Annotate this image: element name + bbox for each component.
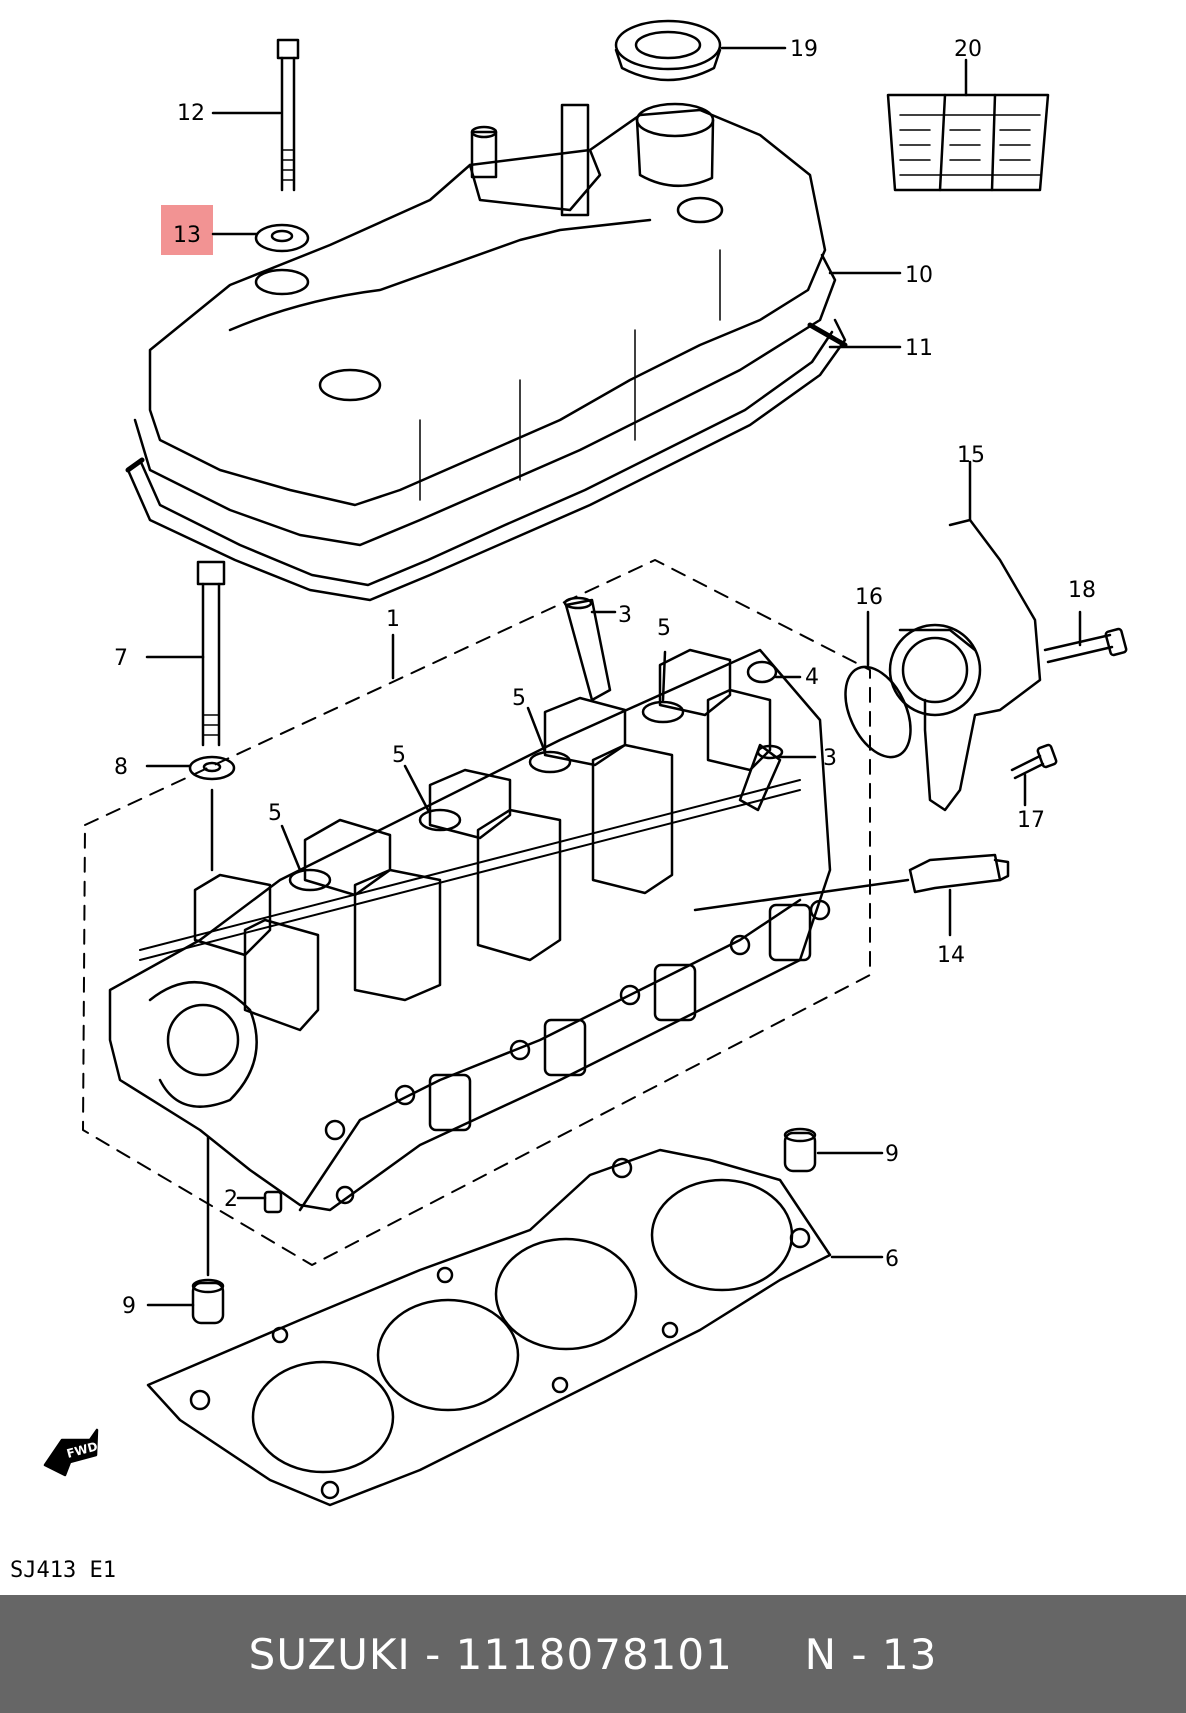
cover-gasket-part-11 — [125, 318, 902, 602]
callout-4: 4 — [805, 665, 819, 690]
valve-cover-part-10 — [133, 102, 902, 547]
o-ring-part-16 — [844, 610, 912, 759]
dowel-pins-part-9 — [146, 1127, 884, 1325]
bolt-part-17 — [1010, 743, 1058, 807]
plug-part-4 — [746, 660, 802, 684]
callout-5b: 5 — [512, 686, 526, 711]
footer-bar: SUZUKI - 1118078101 N - 13 — [0, 1595, 1186, 1713]
oil-seals-part-5 — [280, 650, 685, 892]
callout-6: 6 — [885, 1247, 899, 1272]
callout-18: 18 — [1068, 578, 1096, 603]
callout-8: 8 — [114, 755, 128, 780]
callout-17: 17 — [1017, 808, 1045, 833]
callout-9b: 9 — [122, 1294, 136, 1319]
washer-part-13 — [211, 223, 310, 253]
callout-3a: 3 — [618, 603, 632, 628]
spark-plug-part-14 — [693, 853, 1010, 937]
oil-cap-part-19 — [614, 19, 787, 82]
callout-5c: 5 — [392, 743, 406, 768]
callout-10: 10 — [905, 263, 933, 288]
highlight-box-13 — [161, 205, 213, 255]
callout-5d: 5 — [268, 801, 282, 826]
callout-19: 19 — [790, 37, 818, 62]
callout-16: 16 — [855, 585, 883, 610]
callout-12: 12 — [177, 101, 205, 126]
callout-9a: 9 — [885, 1142, 899, 1167]
callout-13: 13 — [173, 223, 201, 248]
exploded-parts-diagram: 19 20 12 13 10 11 15 16 18 1 3 5 7 4 5 5… — [10, 19, 1128, 1583]
cylinder-head-assembly-box — [82, 559, 871, 1266]
guides-part-3 — [563, 596, 817, 812]
diagram-code: SJ413 E1 — [10, 1558, 116, 1583]
callout-5a: 5 — [657, 616, 671, 641]
head-gasket-part-6 — [146, 1148, 884, 1507]
bolt-part-7 — [145, 560, 226, 747]
label-part-20 — [886, 58, 1050, 192]
distributor-case-part-15 — [888, 460, 1042, 812]
callout-2: 2 — [224, 1187, 238, 1212]
callout-20: 20 — [954, 37, 982, 62]
forward-arrow-icon — [43, 1428, 99, 1477]
callout-14: 14 — [937, 943, 965, 968]
callout-1: 1 — [386, 607, 400, 632]
bolt-part-12 — [211, 38, 300, 192]
cylinder-head-part-1 — [108, 648, 832, 1212]
bolt-part-18 — [1043, 610, 1128, 664]
washer-part-8 — [145, 755, 236, 872]
plug-part-2 — [236, 1190, 283, 1214]
callout-15: 15 — [957, 443, 985, 468]
callout-11: 11 — [905, 336, 933, 361]
footer-text: SUZUKI - 1118078101 N - 13 — [248, 1629, 938, 1679]
callout-7: 7 — [114, 646, 128, 671]
callout-3b: 3 — [823, 746, 837, 771]
